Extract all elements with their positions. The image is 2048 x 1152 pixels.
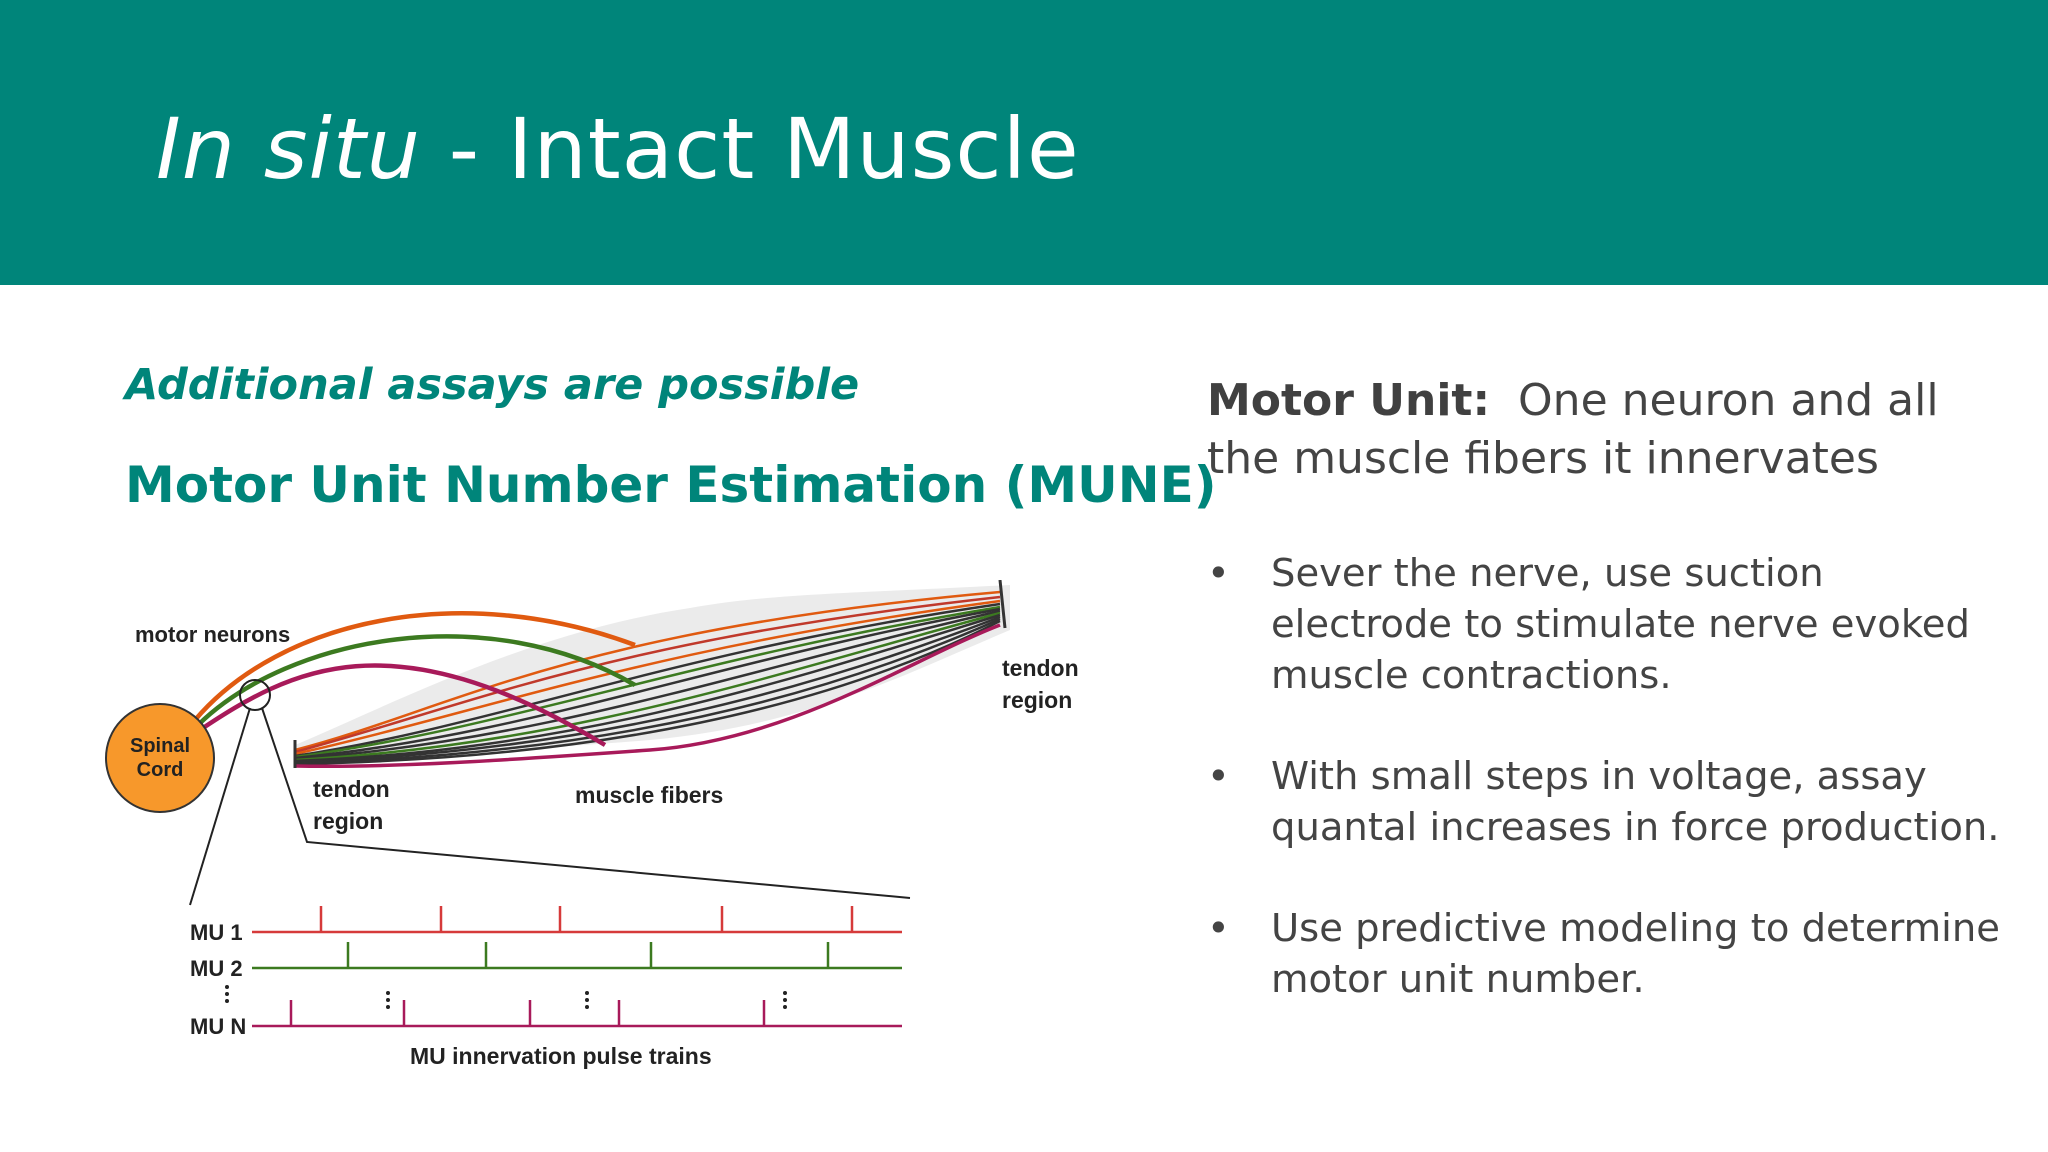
pulse-train-mun	[252, 1000, 902, 1028]
tendon-left-label-1: tendon	[313, 776, 390, 802]
tendon-right	[998, 580, 1007, 629]
definition-text: One neuron and all the muscle fibers it …	[1207, 375, 1939, 484]
spinal-label-2: Cord	[137, 759, 184, 781]
ellipsis-dots	[225, 985, 787, 1009]
tendon-right-label-2: region	[1002, 687, 1072, 713]
motor-neurons-label: motor neurons	[135, 622, 290, 647]
motor-unit-definition: Motor Unit: One neuron and all the muscl…	[1207, 372, 2007, 488]
pulse-train-mu1	[252, 906, 902, 934]
slide-title-rest: - Intact Muscle	[421, 100, 1080, 198]
bullet-list: • Sever the nerve, use suction electrode …	[1207, 548, 2007, 1055]
slide-subtitle: Additional assays are possible	[125, 360, 860, 410]
spinal-cord	[105, 703, 215, 813]
bullet-item: • Use predictive modeling to determine mo…	[1207, 903, 2007, 1005]
spinal-label-1: Spinal	[130, 735, 190, 757]
bullet-item: • Sever the nerve, use suction electrode …	[1207, 548, 2007, 701]
slide-title-italic: In situ	[156, 100, 421, 198]
motor-unit-diagram: Spinal Cord motor neurons tendon region …	[105, 580, 1079, 1069]
pulse-train-mu2	[252, 942, 902, 970]
mu2-label: MU 2	[190, 956, 243, 981]
bullet-dot: •	[1207, 906, 1230, 951]
bullet-dot: •	[1207, 551, 1230, 596]
bullet-text: With small steps in voltage, assay quant…	[1271, 754, 2000, 850]
mun-label: MU N	[190, 1014, 246, 1039]
bullet-item: • With small steps in voltage, assay quan…	[1207, 751, 2007, 853]
zoom-lines	[189, 679, 911, 906]
muscle-fiber-lines	[294, 590, 1001, 769]
tendon-right-label-1: tendon	[1002, 655, 1079, 681]
bullet-text: Use predictive modeling to determine mot…	[1271, 906, 2000, 1002]
motor-neuron-axons	[193, 611, 637, 747]
title-banner: In situ - Intact Muscle	[0, 0, 2048, 285]
bullet-text: Sever the nerve, use suction electrode t…	[1271, 551, 1970, 698]
definition-term: Motor Unit:	[1207, 375, 1491, 426]
pulse-trains-caption: MU innervation pulse trains	[410, 1043, 712, 1069]
mune-heading: Motor Unit Number Estimation (MUNE)	[125, 456, 1217, 514]
mu1-label: MU 1	[190, 920, 243, 945]
tendon-left-label-2: region	[313, 808, 383, 834]
bullet-dot: •	[1207, 754, 1230, 799]
slide-title: In situ - Intact Muscle	[156, 100, 1080, 198]
muscle-fibers-label: muscle fibers	[575, 782, 723, 808]
